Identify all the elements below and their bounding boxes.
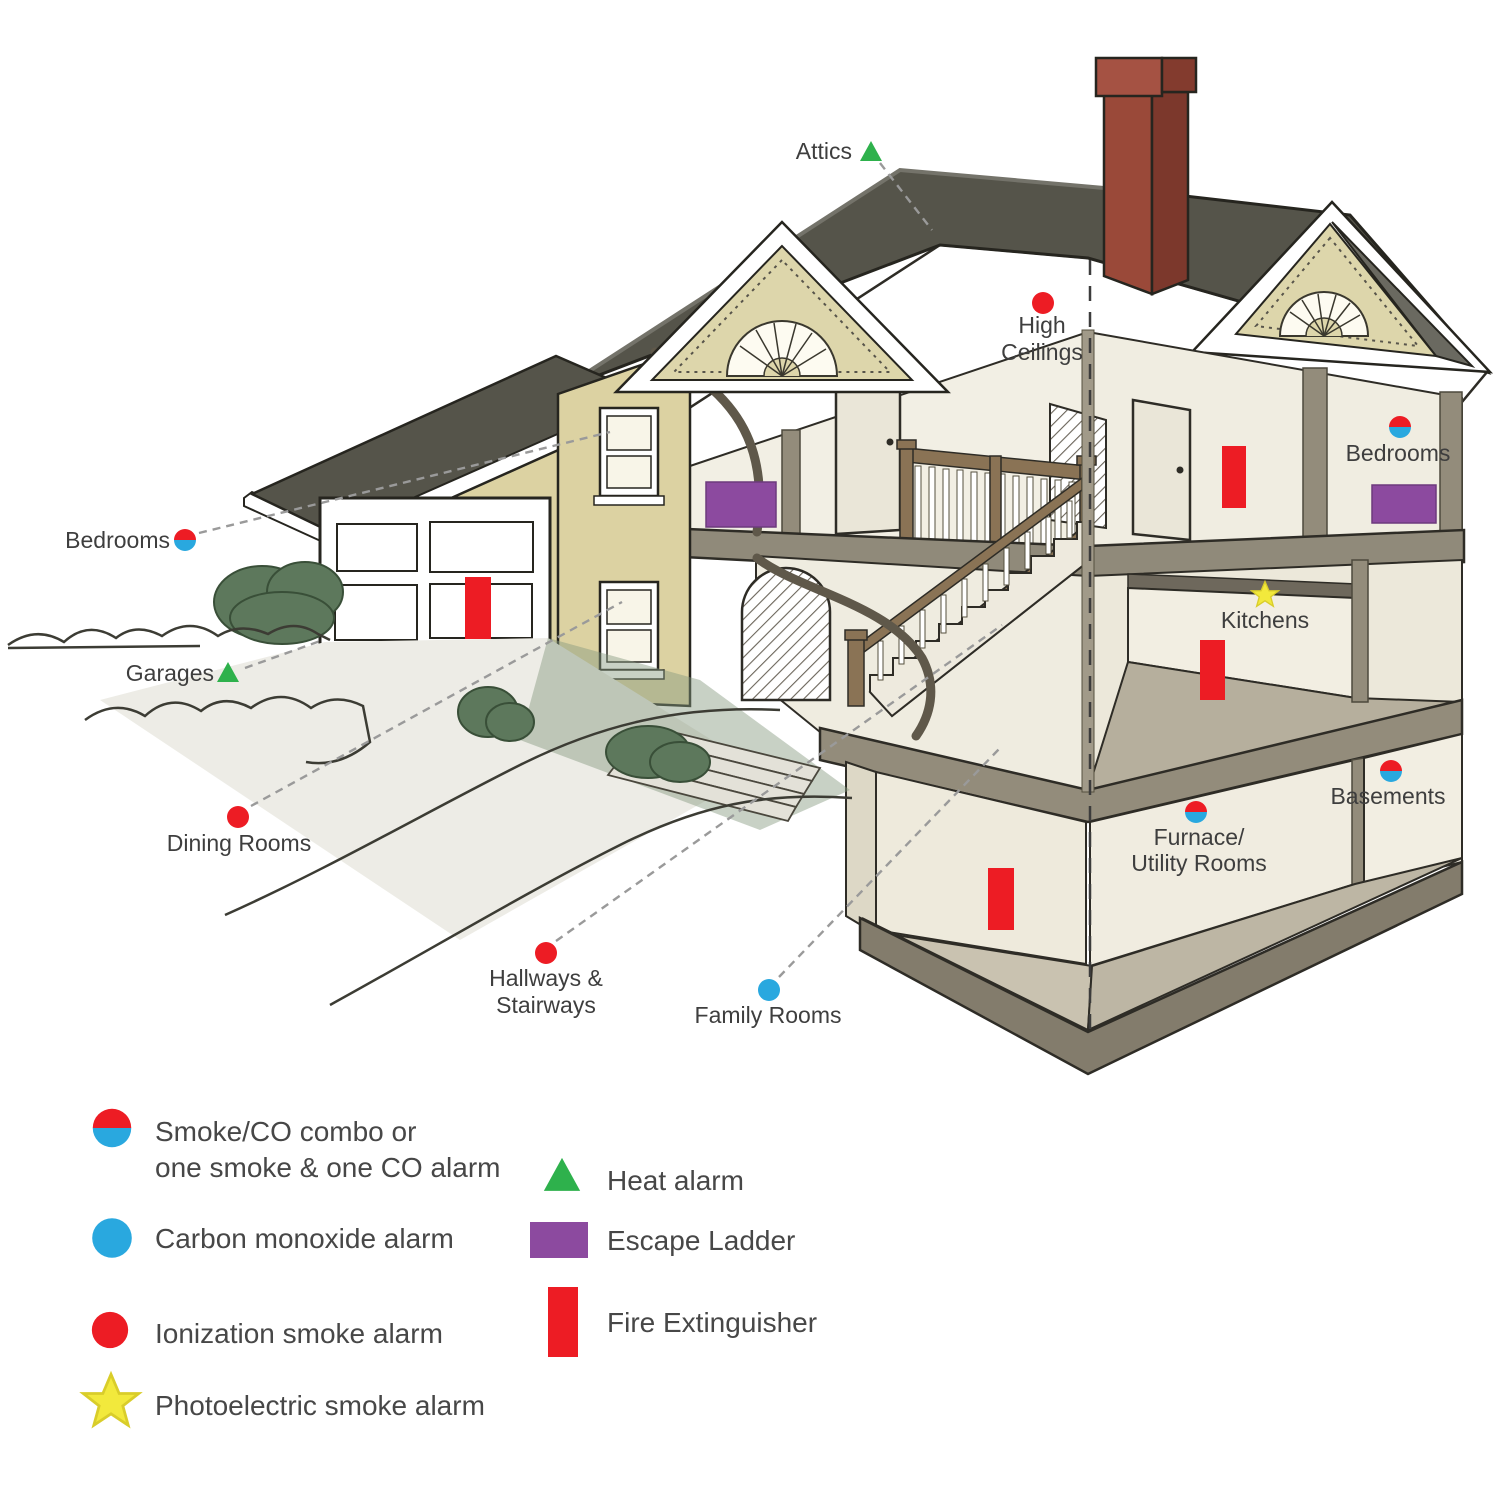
leader-hallways [555, 624, 1003, 942]
smoke-co-marker-basements [1380, 760, 1402, 782]
diagram-labels: Attics High Ceilings Bedrooms Garages Di… [65, 138, 1450, 1028]
co-marker-family-rooms [758, 979, 780, 1001]
left-gable-fan-window [725, 320, 839, 377]
escape-ladder-marker-right-bedroom [1371, 484, 1437, 524]
fire-extinguisher-icon [548, 1287, 578, 1357]
heat-alarm-icon [543, 1157, 581, 1191]
legend-smoke-co-1: Smoke/CO combo or [155, 1116, 416, 1147]
legend-smoke-co-2: one smoke & one CO alarm [155, 1152, 501, 1183]
ionization-marker-dining [227, 806, 249, 828]
leader-family-rooms [778, 747, 1001, 978]
heat-alarm-marker-attics [860, 141, 882, 161]
label-bedrooms-left: Bedrooms [65, 527, 170, 553]
fire-extinguisher-marker-garage [465, 577, 491, 639]
label-high-ceilings-1: High [1018, 312, 1065, 338]
label-hallways-2: Stairways [496, 992, 596, 1018]
label-attics: Attics [796, 138, 852, 164]
post [1302, 367, 1328, 549]
carbon-monoxide-alarm-icon [92, 1218, 132, 1258]
upper-window [593, 406, 665, 506]
grass-strokes [7, 624, 853, 1007]
family-room-wall [875, 770, 1087, 966]
basement-divider-post [1351, 757, 1365, 887]
smoke-co-combo-icon [92, 1108, 132, 1148]
label-high-ceilings-2: Ceilings [1001, 339, 1083, 365]
legend-carbon-monoxide: Carbon monoxide alarm [155, 1223, 454, 1254]
post [1351, 559, 1369, 703]
left-gable [613, 220, 951, 394]
second-floor [689, 330, 1463, 561]
corner-post [1081, 329, 1095, 793]
smoke-co-marker-furnace [1185, 801, 1207, 823]
label-basements: Basements [1330, 783, 1445, 809]
leader-dining-rooms [250, 600, 623, 808]
smoke-co-marker-bedrooms-right [1389, 416, 1411, 438]
right-gable-fan-window [1278, 291, 1370, 337]
basement-left-wall [845, 760, 877, 936]
leader-lines [198, 162, 1003, 978]
chimney [1094, 56, 1198, 296]
escape-ladder-icon [530, 1222, 588, 1258]
basement-floor-slab [858, 860, 1464, 1076]
main-house: Attics High Ceilings Bedrooms Garages Di… [7, 56, 1494, 1076]
bushes [213, 561, 711, 783]
roof-ridge [558, 167, 1151, 392]
legend-fire-extinguisher: Fire Extinguisher [607, 1307, 817, 1338]
photoelectric-smoke-alarm-icon [81, 1372, 141, 1427]
label-hallways-1: Hallways & [489, 965, 603, 991]
fire-extinguisher-marker-basement [988, 868, 1014, 930]
label-family-rooms: Family Rooms [695, 1002, 842, 1028]
fire-extinguisher-marker-upstairs [1222, 446, 1246, 508]
markers [174, 141, 1437, 1001]
legend-photoelectric: Photoelectric smoke alarm [155, 1390, 485, 1421]
landscaping [7, 561, 853, 1007]
leader-attics [879, 162, 933, 231]
legend-escape-ladder: Escape Ladder [607, 1225, 795, 1256]
leader-bedrooms-left [198, 430, 611, 535]
label-kitchens: Kitchens [1221, 607, 1309, 633]
ionization-marker-high-ceilings [1032, 292, 1054, 314]
legend-ionization: Ionization smoke alarm [155, 1318, 443, 1349]
escape-ladder-marker-left-bedroom [705, 481, 777, 528]
post [781, 429, 801, 535]
driveway [100, 638, 760, 940]
upstairs-door-right [1131, 398, 1192, 542]
ionization-smoke-alarm-icon [91, 1311, 129, 1349]
basement-floor-right [1086, 857, 1463, 1032]
arched-opening [740, 566, 832, 702]
label-furnace-2: Utility Rooms [1131, 850, 1266, 876]
garage-door [318, 496, 552, 660]
lower-window [593, 580, 665, 680]
basement [818, 698, 1464, 1076]
label-bedrooms-right: Bedrooms [1346, 440, 1451, 466]
label-garages: Garages [126, 660, 214, 686]
legend-heat: Heat alarm [607, 1165, 744, 1196]
ionization-marker-hallways [535, 942, 557, 964]
right-gable [1189, 200, 1494, 374]
label-furnace-1: Furnace/ [1154, 824, 1245, 850]
label-dining-rooms: Dining Rooms [167, 830, 311, 856]
legend: Smoke/CO combo or one smoke & one CO ala… [81, 1108, 817, 1427]
fire-extinguisher-marker-kitchen [1200, 640, 1225, 700]
smoke-co-marker-bedrooms-left [174, 529, 196, 551]
